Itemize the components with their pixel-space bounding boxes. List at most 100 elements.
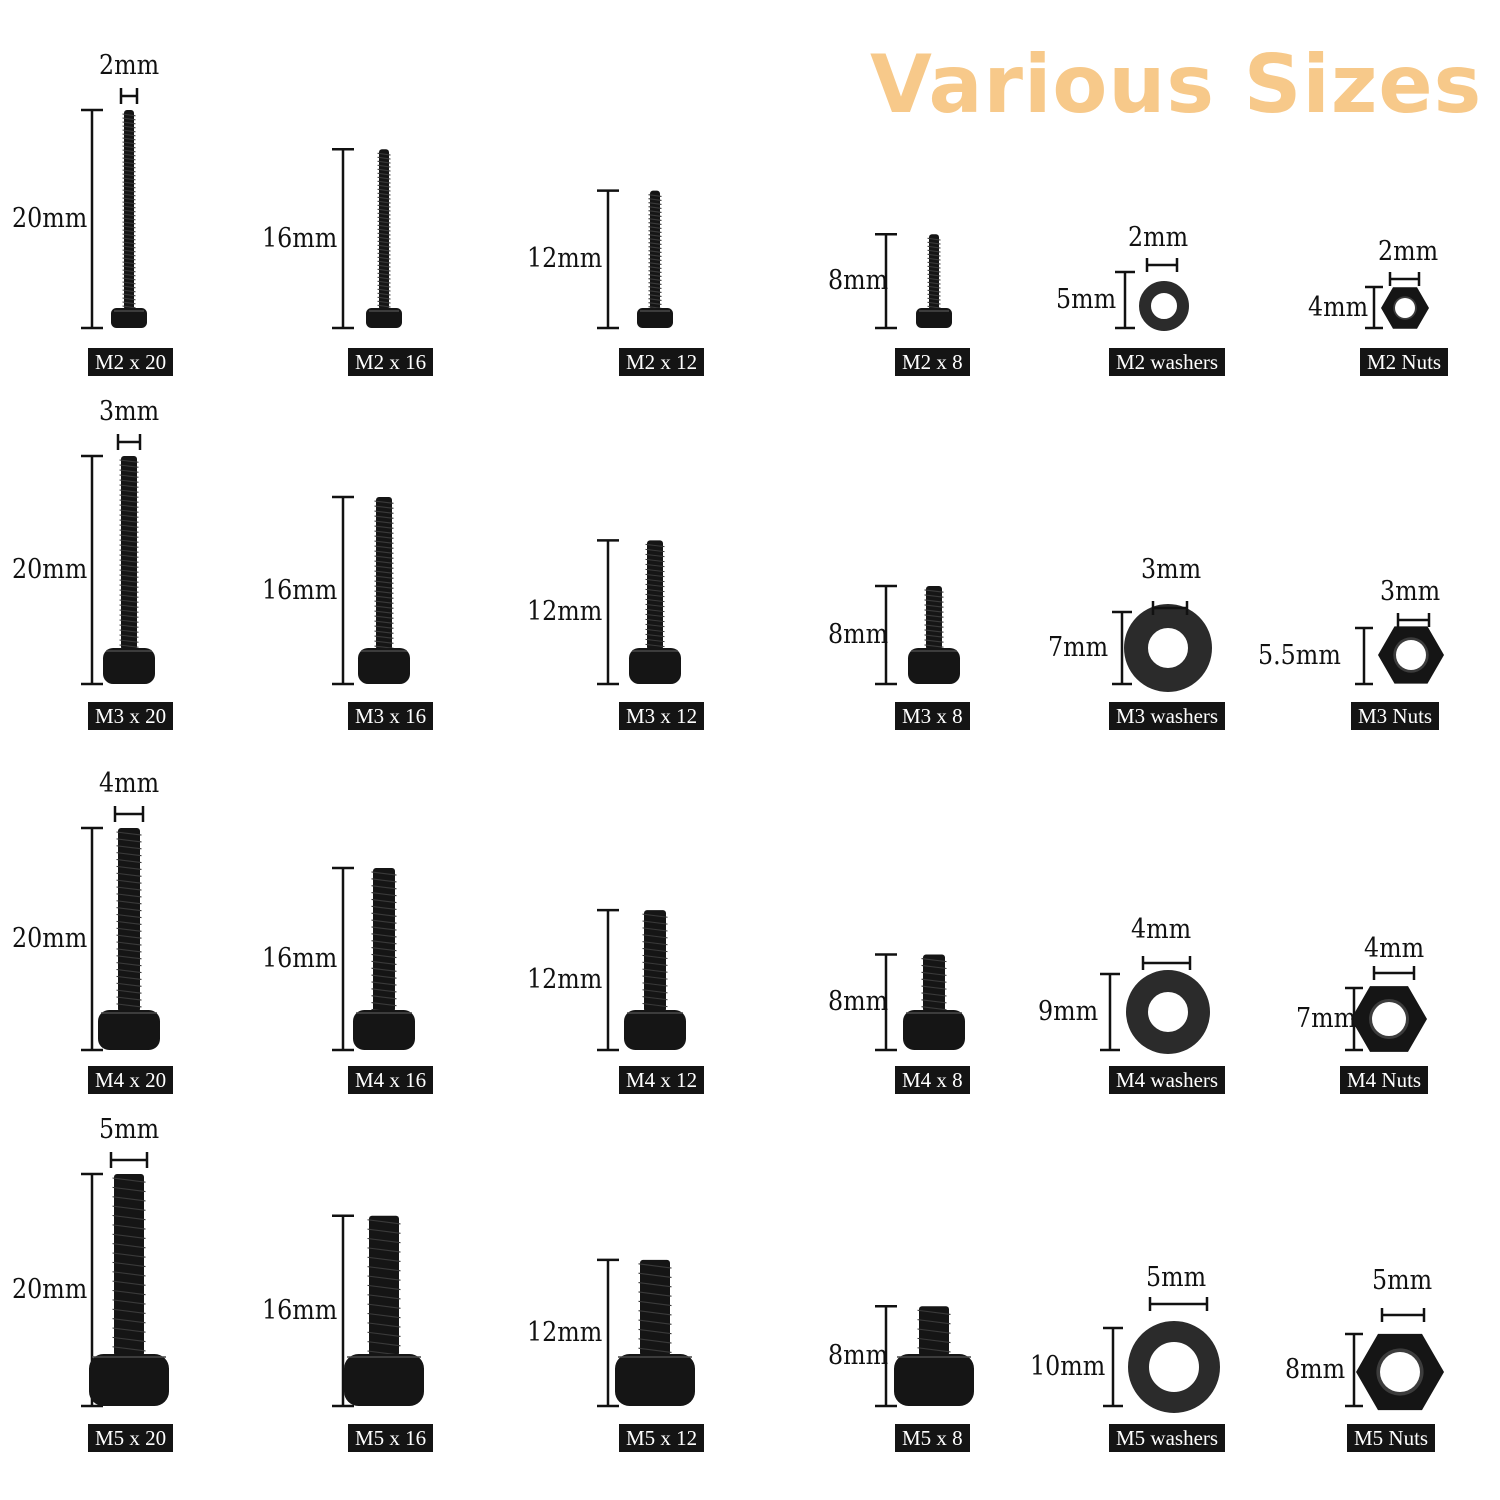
screw-m2x12-thread	[648, 218, 662, 222]
screw-m3x8-thread	[924, 604, 944, 608]
screw-m4x16-thread	[371, 926, 397, 931]
screw-m3x20-thread	[119, 504, 139, 508]
screw-m2x8-thread	[927, 301, 941, 305]
screw-m2x12-thread	[648, 234, 662, 238]
screw-m4x8-thread	[921, 957, 947, 963]
screw-m4x12-thread	[642, 941, 668, 946]
screw-m2x12-thread	[648, 274, 662, 278]
screw-m2x20-thread	[122, 269, 136, 273]
screw-m3x16-thread	[374, 580, 394, 584]
screw-m3x16-thread	[374, 535, 394, 539]
screw-m4x8	[903, 954, 965, 1050]
screw-m4x8-thread	[921, 971, 947, 976]
part-label: M3 x 12	[619, 702, 705, 730]
screw-m4x16-thread	[371, 960, 397, 965]
screw-m4x20-thread	[116, 838, 142, 843]
screw-m2x16-thread	[377, 236, 391, 240]
screw-m4x16-thread	[371, 892, 397, 897]
screw-m5x8-thread	[917, 1319, 951, 1325]
screw-m3x20-thread	[119, 589, 139, 593]
screw-m4x16-thread	[371, 878, 397, 883]
screw-m2x8-thread	[927, 293, 941, 297]
screw-m2x8-thread	[927, 281, 941, 285]
screw-m5x16	[344, 1215, 424, 1406]
screw-m2x20-thread	[122, 189, 136, 193]
screw-m4x20-thread	[116, 920, 142, 926]
screw-m4x20-thread	[116, 996, 142, 1001]
inner-value: 4mm	[1131, 914, 1192, 945]
outer-value: 7mm	[1048, 632, 1109, 663]
screw-m3x16-thread	[374, 620, 394, 624]
screw-m3x12-thread	[645, 548, 665, 553]
screw-m4x20-thread	[116, 852, 142, 857]
screw-m3x16-thread	[374, 600, 394, 604]
washer-3	[1124, 604, 1212, 692]
screw-m2x16-thread	[377, 156, 391, 160]
screw-m2x20-shaft	[124, 110, 134, 310]
screw-m2x20-thread	[122, 225, 136, 229]
length-value: 8mm	[828, 986, 889, 1018]
screw-m2x20-thread	[122, 257, 136, 261]
screw-m3x20-thread	[119, 549, 139, 553]
screw-m2x16-thread	[377, 272, 391, 276]
part-label: M5 washers	[1109, 1424, 1226, 1452]
screw-m3x20-thread	[119, 484, 139, 488]
part-label: M4 x 20	[88, 1066, 174, 1094]
screw-m2x8-thread	[927, 305, 941, 309]
screw-m3x16-thread	[374, 605, 394, 609]
screw-m4x16-thread	[371, 898, 397, 904]
screw-m5x16-thread	[367, 1303, 401, 1309]
screw-m2x20-thread	[122, 289, 136, 293]
screw-m3x16-thread	[374, 540, 394, 544]
screw-m5x20-thread	[112, 1318, 146, 1324]
screw-m2x20-thread	[122, 177, 136, 181]
screw-m2x20-thread	[122, 237, 136, 241]
part-label: M4 x 8	[895, 1066, 970, 1094]
screw-m3x16-thread	[374, 515, 394, 519]
screw-m3x12-thread	[645, 573, 665, 578]
screw-m3x16-thread	[374, 645, 394, 649]
screw-m2x16-thread	[377, 240, 391, 244]
screw-m5x16-thread	[367, 1294, 401, 1300]
screw-m3x20-thread	[119, 644, 139, 648]
screw-m2x20-thread	[122, 301, 136, 305]
screw-m3x20-thread	[119, 499, 139, 503]
screw-m5x12-thread	[638, 1347, 672, 1353]
screw-m4x16-thread	[371, 871, 397, 876]
screw-m4x12	[624, 910, 686, 1050]
screw-m3x20-thread	[119, 554, 139, 558]
screw-m2x12-thread	[648, 250, 662, 254]
screw-m2x16-thread	[377, 216, 391, 220]
washer-2	[1139, 281, 1189, 331]
screw-m2x8-thread	[927, 285, 941, 289]
screw-m5x16-thread	[367, 1266, 401, 1272]
screw-m3x16-thread	[374, 550, 394, 554]
screw-m4x20-head	[98, 1010, 160, 1050]
screw-m2x20-thread	[122, 173, 136, 177]
screw-m2x16-thread	[377, 260, 391, 264]
screw-m4x16-thread	[371, 947, 397, 952]
screw-m2x20-thread	[122, 145, 136, 149]
screw-m2x16-thread	[377, 280, 391, 284]
screw-m2x20-thread	[122, 133, 136, 137]
screw-m2x20-thread	[122, 125, 136, 129]
screw-m2x8-thread	[927, 245, 941, 249]
screw-m4x8-thread	[921, 999, 947, 1004]
screw-m2x16	[366, 149, 402, 328]
screw-m3x12-thread	[645, 598, 665, 603]
outer-value: 4mm	[1308, 291, 1369, 323]
length-value: 20mm	[12, 1274, 88, 1305]
screw-m5x20-thread	[112, 1327, 146, 1333]
part-label: M2 x 16	[348, 348, 434, 376]
screw-m2x16-thread	[377, 200, 391, 204]
screw-m3x16-thread	[374, 560, 394, 564]
screw-m3x12-thread	[645, 568, 665, 573]
inner-value: 3mm	[1380, 576, 1441, 607]
screw-m3x20-thread	[119, 569, 139, 573]
washer-5	[1128, 1321, 1220, 1413]
nut-3-hole	[1396, 640, 1426, 670]
screw-m5x16-thread	[367, 1219, 401, 1225]
screw-m5x12-thread	[638, 1300, 672, 1307]
length-value: 20mm	[12, 923, 88, 954]
